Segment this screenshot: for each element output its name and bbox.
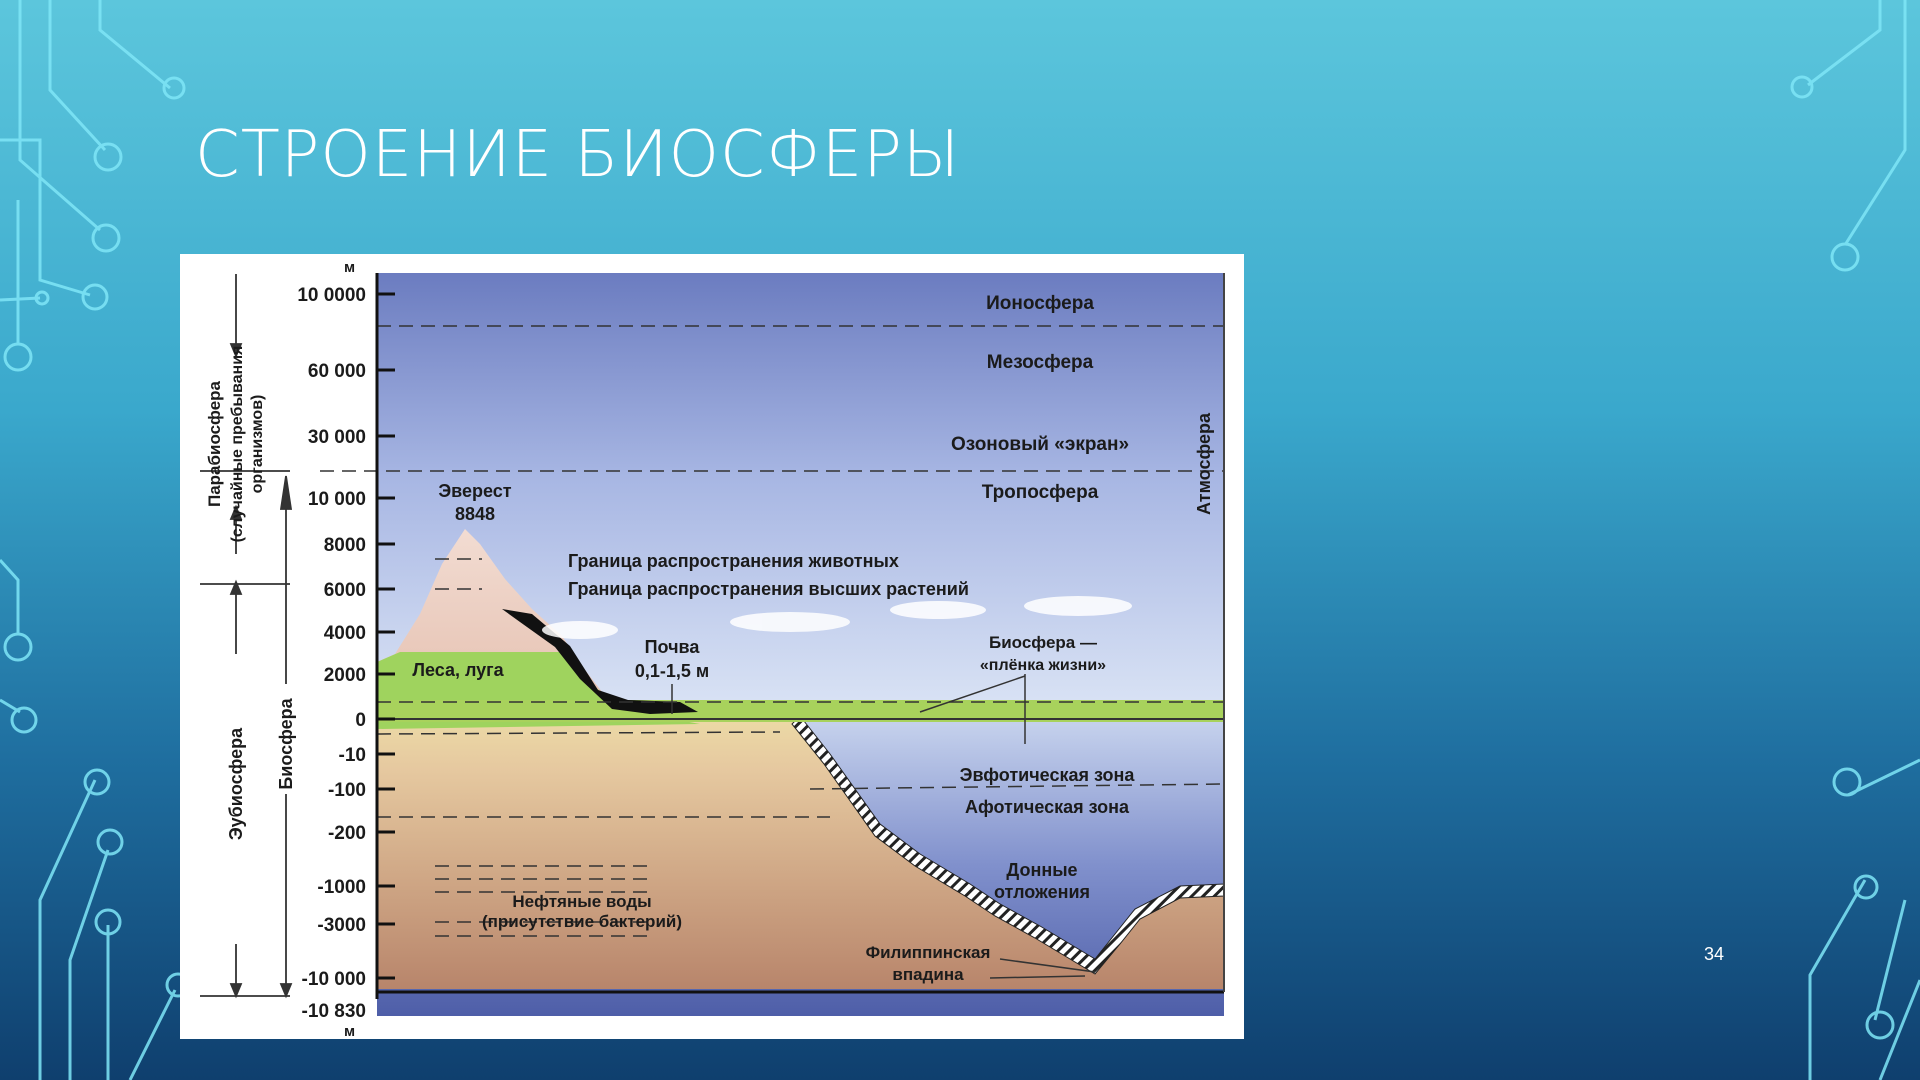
sediments-label: отложения [994, 882, 1090, 902]
oil-waters-label: Нефтяные воды [512, 892, 651, 911]
scale-label: -10 000 [302, 969, 366, 990]
soil-depth-label: 0,1-1,5 м [635, 661, 709, 681]
trench-label: впадина [892, 965, 964, 984]
scale-label: 60 000 [308, 361, 366, 382]
biosphere-structure-diagram: м 10 0000 60 000 30 000 10 000 8000 6000… [180, 254, 1244, 1039]
atmosphere-label: Атмосфера [1194, 412, 1214, 515]
scale-label: -10 [339, 745, 366, 766]
soil-label: Почва [645, 637, 701, 657]
plants-limit-label: Граница распространения высших растений [568, 579, 969, 599]
parabiosphere-note: организмов) [249, 395, 266, 494]
scale-label: 4000 [324, 623, 366, 644]
scale-label: 10 000 [308, 489, 366, 510]
scale-label: -200 [328, 823, 366, 844]
unit-label-top: м [344, 259, 355, 276]
aphotic-zone-label: Афотическая зона [965, 797, 1130, 817]
scale-label: 30 000 [308, 427, 366, 448]
scale-label: 8000 [324, 535, 366, 556]
biosphere-film-label: «плёнка жизни» [980, 657, 1106, 674]
ionosphere-label: Ионосфера [986, 293, 1094, 314]
euphotic-zone-label: Эвфотическая зона [960, 765, 1136, 785]
slide-number: 34 [1704, 944, 1725, 964]
eubiosphere-label: Эубиосфера [226, 727, 246, 840]
trench-label: Филиппинская [866, 943, 991, 962]
everest-label: Эверест [438, 481, 511, 501]
forests-label: Леса, луга [412, 660, 504, 680]
ozone-label: Озоновый «экран» [951, 434, 1129, 455]
biosphere-film-band [377, 700, 1224, 722]
scale-label: -1000 [317, 877, 366, 898]
oil-waters-label: (присутствие бактерий) [482, 912, 682, 931]
scale-label: 0 [355, 710, 366, 731]
everest-height-label: 8848 [455, 504, 495, 524]
scale-label: -10 830 [302, 1001, 366, 1022]
biosphere-side-label: Биосфера [276, 697, 296, 789]
slide-title: СТРОЕНИЕ БИОСФЕРЫ [195, 118, 961, 192]
unit-label-bottom: м [344, 1023, 355, 1039]
sediments-label: Донные [1006, 860, 1077, 880]
animals-limit-label: Граница распространения животных [568, 551, 899, 571]
scale-label: 10 0000 [297, 285, 366, 306]
troposphere-label: Тропосфера [982, 482, 1099, 503]
mesosphere-label: Мезосфера [987, 352, 1094, 373]
scale-label: 2000 [324, 665, 366, 686]
parabiosphere-label: Парабиосфера [205, 380, 224, 507]
biosphere-film-label: Биосфера — [989, 633, 1097, 652]
scale-label: -3000 [317, 915, 366, 936]
scale-label: -100 [328, 780, 366, 801]
parabiosphere-note: (случайные пребывания [229, 346, 246, 543]
scale-label: 6000 [324, 580, 366, 601]
